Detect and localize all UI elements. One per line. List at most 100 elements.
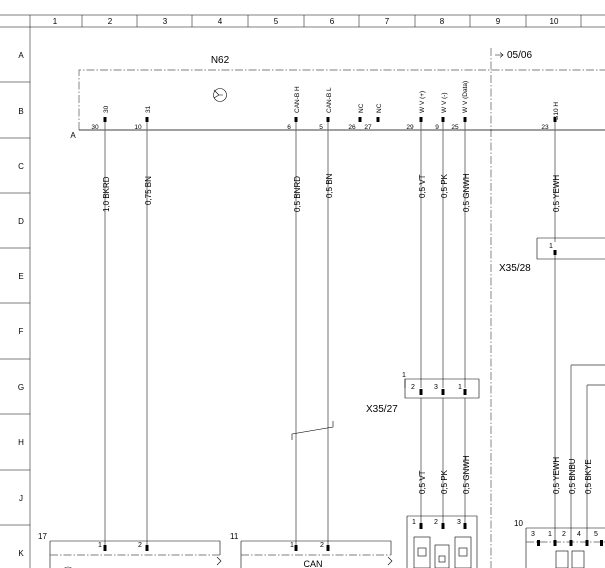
row-label: J: [19, 494, 23, 503]
row-label: G: [18, 383, 24, 392]
connector-pin: 2: [138, 542, 142, 549]
pin-name: NC: [376, 103, 383, 113]
row-labels: A B C D E F G H J K: [18, 51, 24, 558]
wire-label: 0,5 PK: [440, 173, 449, 198]
connector-pin: 2: [562, 531, 566, 538]
wire-label: 0,5 VT: [418, 174, 427, 198]
wires: [104, 122, 605, 545]
connector-pin: 3: [457, 519, 461, 526]
pin-mark: [553, 117, 557, 122]
column-label: 1: [53, 17, 58, 26]
pin-number: 9: [435, 124, 439, 131]
connector-pin: 1: [412, 519, 416, 526]
connector-pin: 2: [411, 384, 415, 391]
connector-pin: 1: [548, 531, 552, 538]
row-label: H: [18, 438, 24, 447]
wire-label: 0,5 YEWH: [552, 175, 561, 212]
connector-pin: 1: [549, 243, 553, 250]
connector-x35-28: 1 X35/28: [499, 237, 605, 274]
wire-label: 0,5 PK: [440, 469, 449, 494]
column-label: 7: [385, 17, 390, 26]
connector-label: X35/27: [366, 404, 398, 415]
lower-wire-labels: 0,5 VT 0,5 PK 0,5 GNWH 0,5 YEWH 0,5 BNBU…: [418, 455, 593, 494]
connector-pin: 1: [98, 542, 102, 549]
column-labels: 1 2 3 4 5 6 7 8 9 10: [53, 17, 559, 26]
column-label: 10: [550, 17, 559, 26]
wire-label: 0,5 BKYE: [584, 459, 593, 494]
wire-label: 0,5 YEWH: [552, 457, 561, 494]
pin-mark: [103, 117, 107, 122]
pin-name: S10 H: [553, 102, 560, 120]
pin-name: CAN-B H: [294, 86, 301, 113]
wire-label: 0,5 VT: [418, 470, 427, 494]
pin-number: 29: [406, 124, 414, 131]
connector-pin: 2: [320, 542, 324, 549]
row-label: B: [18, 107, 23, 116]
pin-name: NC: [358, 103, 365, 113]
wire-label: 0,5 GNWH: [462, 173, 471, 212]
wire-label: 0,5 BNRD: [293, 176, 302, 212]
connector-pin: 3: [434, 384, 438, 391]
pin-name: W V (Data): [462, 81, 469, 113]
pin-mark: [294, 117, 298, 122]
pin-name: 30: [103, 105, 110, 113]
pin-number: 10: [134, 124, 142, 131]
pin-name: 31: [145, 105, 152, 113]
pin-mark: [145, 117, 149, 122]
pin-name: CAN-B L: [326, 87, 333, 113]
wire-label: 0,5 GNWH: [462, 455, 471, 494]
connector-pin: 2: [434, 519, 438, 526]
pin-mark: [326, 117, 330, 122]
reference-label: 05/06: [507, 50, 532, 61]
column-label: 9: [496, 17, 501, 26]
module-symbol-icon: [213, 88, 227, 102]
wire-label: 0,5 BNBU: [568, 458, 577, 494]
column-label: 3: [163, 17, 168, 26]
n62-pins: 30 30 31 10 CAN-B H 6 CAN-B L 5 NC 26 NC…: [91, 81, 560, 131]
reference-arrow: 05/06: [495, 50, 532, 61]
pin-number: 27: [364, 124, 372, 131]
connector-label: 10: [514, 519, 523, 528]
grid-frame: [0, 14, 605, 568]
pin-number: 26: [348, 124, 356, 131]
connector-pin: 5: [594, 531, 598, 538]
connector-pin: 3: [531, 531, 535, 538]
pin-mark: [358, 117, 362, 122]
row-label: D: [18, 217, 24, 226]
pin-number: 30: [91, 124, 99, 131]
pin-name: W V (+): [419, 91, 426, 113]
column-label: 8: [440, 17, 445, 26]
connector-11-can: 11 1 2 CAN: [230, 532, 393, 568]
pin-number: 25: [451, 124, 459, 131]
connector-10: 10 3 1 2 4 5: [514, 519, 605, 568]
column-label: 6: [330, 17, 335, 26]
row-label: A: [18, 51, 24, 60]
pin-mark: [419, 117, 423, 122]
column-label: 5: [274, 17, 279, 26]
connector-label: X35/28: [499, 263, 531, 274]
column-label: 4: [218, 17, 223, 26]
upper-wire-labels: 1,0 BKRD 0,75 BN 0,5 BNRD 0,5 BN 0,5 VT …: [102, 173, 561, 212]
row-label: F: [19, 327, 24, 336]
pin-mark: [463, 117, 467, 122]
connector-text: CAN: [303, 559, 322, 568]
row-label: K: [18, 549, 24, 558]
wire-label: 0,5 BN: [325, 173, 334, 198]
module-label: N62: [211, 55, 230, 66]
pin-number: 6: [287, 124, 291, 131]
row-label: C: [18, 162, 24, 171]
row-label: E: [18, 272, 23, 281]
connector-label-a: A: [70, 131, 76, 140]
pin-number: 23: [541, 124, 549, 131]
twisted-pair-marker: [291, 421, 334, 440]
connector-pin: 1: [290, 542, 294, 549]
connector-middle: 1 2 3: [406, 515, 478, 568]
connector-x35-27: 1 2 3 1 X35/27: [366, 372, 480, 415]
column-label: 2: [108, 17, 113, 26]
connector-label: 17: [38, 532, 47, 541]
pin-mark: [376, 117, 380, 122]
wire-label: 1,0 BKRD: [102, 176, 111, 212]
connector-17: 17 1 2: [38, 532, 222, 568]
pin-mark: [441, 117, 445, 122]
